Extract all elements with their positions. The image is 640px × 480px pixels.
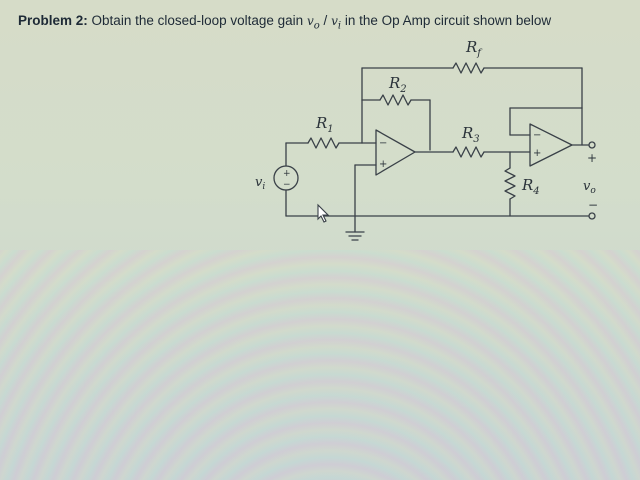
opamp2-minus-sign: − [533,130,541,141]
label-r1: R1 [315,114,334,135]
vi-symbol: vi [331,14,342,32]
output-terminal-top [588,141,596,149]
resistor-rf [452,62,485,74]
opamp-2 [529,123,573,167]
opamp2-plus-sign: + [533,148,541,159]
source-minus: − [283,180,291,190]
opamp-1 [375,129,416,176]
output-terminal-bottom [588,212,596,220]
resistor-r1 [307,137,340,149]
cursor-arrow-icon [317,203,330,223]
resistor-r3 [452,146,485,158]
slash: / [323,13,328,28]
source-plus: + [283,169,291,179]
label-r3: R3 [461,124,480,145]
vo-symbol: vo [306,14,320,32]
problem-text-before: Obtain the closed-loop voltage gain [91,13,304,28]
output-minus: − [588,198,598,212]
label-rf: Rf [465,38,483,59]
resistor-r2 [379,94,412,106]
problem-label: Problem 2: [18,13,88,28]
label-r2: R2 [388,74,407,95]
label-vi: vi [255,175,265,192]
output-plus: + [587,151,597,165]
label-vo: vo [583,179,596,196]
opamp1-minus-sign: − [379,138,387,149]
label-r4: R4 [521,176,540,197]
resistor-r4 [504,167,516,200]
opamp1-plus-sign: + [379,159,387,170]
problem-text-after: in the Op Amp circuit shown below [344,13,552,28]
problem-statement: Problem 2: Obtain the closed-loop voltag… [18,13,628,31]
